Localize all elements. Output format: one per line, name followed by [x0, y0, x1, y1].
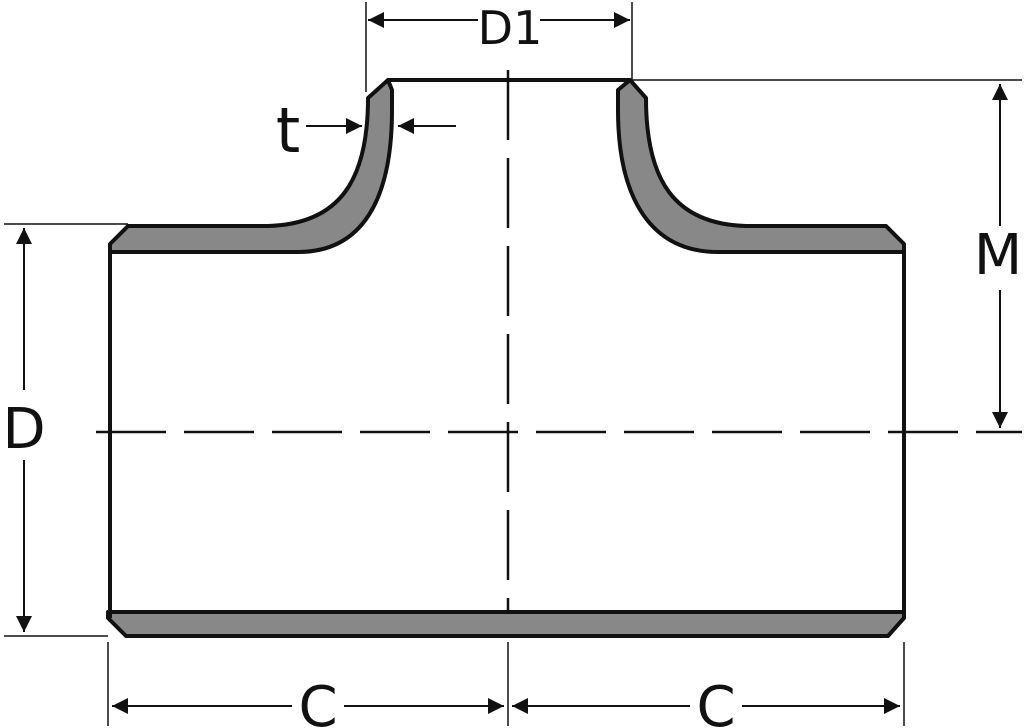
wall-section-right [616, 78, 906, 254]
label-t: t [276, 94, 300, 167]
label-d: D [2, 397, 45, 462]
label-m: M [974, 223, 1022, 288]
wall-section-bottom [106, 610, 906, 638]
label-c-left: C [298, 675, 337, 728]
label-d1: D1 [478, 1, 543, 55]
label-c-right: C [696, 675, 735, 728]
tee-interior [110, 92, 902, 612]
wall-section-left [108, 78, 394, 254]
